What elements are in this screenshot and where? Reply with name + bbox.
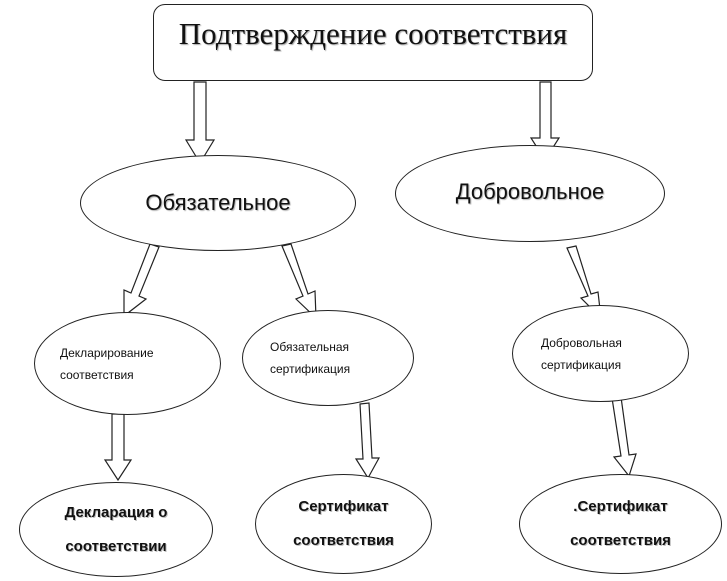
mandatory-node: Обязательное: [80, 155, 356, 251]
certificate-1-line-1: Сертификат: [298, 498, 389, 515]
declaration-process-line-2: соответствия: [60, 367, 134, 382]
declaration-process-line-1: Декларирование: [60, 345, 154, 360]
voluntary-certification-line-1: Добровольная: [541, 335, 622, 350]
mandatory-label: Обязательное: [145, 190, 291, 215]
certificate-2-line-2: соответствия: [570, 532, 671, 549]
certificate-1-line-2: соответствия: [293, 532, 394, 549]
arrow-root-to-mandatory: [184, 81, 216, 165]
arrow-declaration-to-result: [103, 413, 133, 482]
arrow-voluntary-cert-to-certificate: [611, 396, 637, 478]
voluntary-certification-line-2: сертификация: [541, 357, 622, 372]
certificate-2-line-1: .Сертификат: [573, 498, 668, 515]
mandatory-certification-line-1: Обязательная: [270, 340, 350, 354]
voluntary-node: Добровольное: [395, 145, 665, 242]
voluntary-certification-node: Добровольная сертификация: [512, 305, 689, 402]
certificate-node-2: .Сертификат соответствия: [519, 474, 722, 574]
root-node: Подтверждение соответствия: [153, 4, 593, 81]
declaration-result-line-1: Декларация о: [64, 503, 168, 521]
voluntary-label: Добровольное: [455, 179, 605, 204]
arrow-mandatory-to-mandatory-cert: [281, 243, 317, 320]
arrow-mandatory-to-declaration: [123, 243, 160, 318]
mandatory-certification-node: Обязательная сертификация: [242, 310, 414, 406]
certificate-node-1: Сертификат соответствия: [255, 474, 432, 574]
mandatory-certification-line-2: сертификация: [270, 362, 351, 376]
declaration-result-line-2: соответствии: [65, 537, 167, 555]
root-label: Подтверждение соответствия: [178, 16, 568, 51]
declaration-result-node: Декларация о соответствии: [19, 482, 213, 577]
declaration-process-node: Декларирование соответствия: [34, 312, 221, 415]
arrow-mandatory-cert-to-certificate: [354, 402, 381, 480]
